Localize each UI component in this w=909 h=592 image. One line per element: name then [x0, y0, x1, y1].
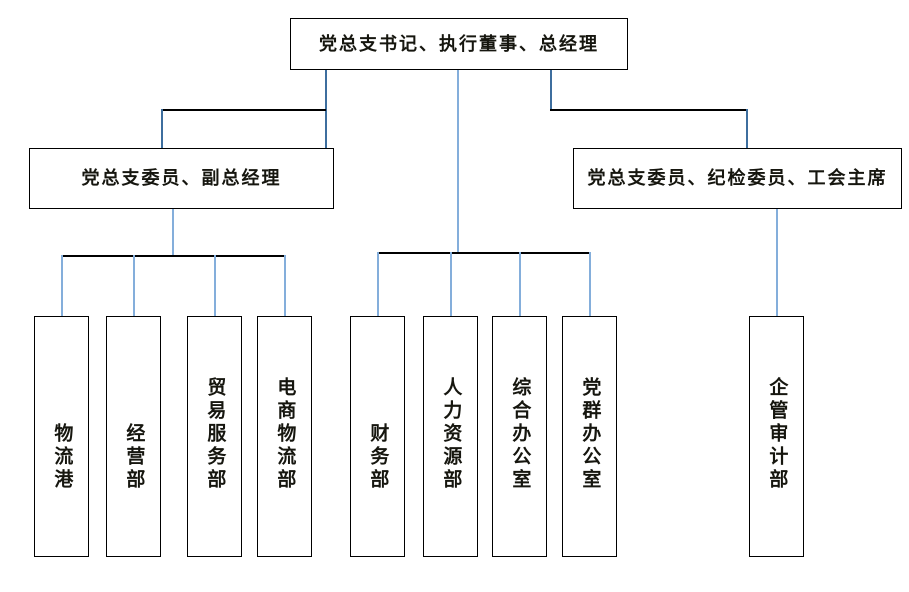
connector-dept-drop-wuliugang [61, 255, 63, 317]
connector-right-horizontal-bar [550, 109, 748, 111]
connector-dept-drop-dangqunban [589, 252, 591, 317]
connector-top-to-right-vertical [550, 70, 552, 110]
node-dept-maoyifuwubu-label: 贸易服务部 [204, 377, 226, 492]
connector-right-bar-to-box [746, 109, 748, 149]
connector-dept-drop-maoyifuwubu [214, 255, 216, 317]
node-dept-renliziyuanbu-label: 人力资源部 [440, 377, 462, 492]
node-dept-jingyingbu-label: 经营部 [123, 423, 145, 492]
connector-right-box-to-qiguan [776, 209, 778, 317]
connector-middle-dept-bar [377, 252, 591, 254]
node-dept-dangqunban[interactable]: 党群办公室 [562, 316, 617, 557]
node-dept-zongheban-label: 综合办公室 [509, 377, 531, 492]
node-dept-dangqunban-label: 党群办公室 [579, 377, 601, 492]
node-deputy-gm-label: 党总支委员、副总经理 [81, 168, 282, 189]
connector-dept-drop-renliziyuanbu [450, 252, 452, 317]
node-top-leader-label: 党总支书记、执行董事、总经理 [319, 33, 599, 54]
node-dept-dianshangwuliubu-label: 电商物流部 [274, 377, 296, 492]
node-dept-jingyingbu[interactable]: 经营部 [106, 316, 161, 557]
connector-dept-drop-caiwubu [377, 252, 379, 317]
node-top-leader[interactable]: 党总支书记、执行董事、总经理 [290, 18, 628, 70]
node-discipline-union[interactable]: 党总支委员、纪检委员、工会主席 [573, 148, 902, 209]
connector-dept-drop-jingyingbu [133, 255, 135, 317]
connector-left-dept-bar [61, 255, 286, 257]
node-dept-qiguanshenjibu[interactable]: 企管审计部 [749, 316, 804, 557]
node-dept-zongheban[interactable]: 综合办公室 [492, 316, 547, 557]
node-dept-wuliugang-label: 物流港 [51, 423, 73, 492]
node-dept-caiwubu-label: 财务部 [367, 423, 389, 492]
connector-left-box-to-deptbar [172, 209, 174, 256]
node-dept-qiguanshenjibu-label: 企管审计部 [766, 377, 788, 492]
node-dept-renliziyuanbu[interactable]: 人力资源部 [423, 316, 478, 557]
connector-top-center-vertical [457, 70, 459, 253]
connector-dept-drop-zongheban [519, 252, 521, 317]
node-dept-dianshangwuliubu[interactable]: 电商物流部 [257, 316, 312, 557]
connector-left-horizontal-bar [161, 109, 326, 111]
node-dept-wuliugang[interactable]: 物流港 [34, 316, 89, 557]
node-dept-caiwubu[interactable]: 财务部 [350, 316, 405, 557]
connector-dept-drop-dianshangwuliubu [284, 255, 286, 317]
node-dept-maoyifuwubu[interactable]: 贸易服务部 [187, 316, 242, 557]
node-discipline-union-label: 党总支委员、纪检委员、工会主席 [587, 168, 888, 189]
connector-left-bar-to-box [161, 109, 163, 149]
node-deputy-gm[interactable]: 党总支委员、副总经理 [29, 148, 334, 209]
